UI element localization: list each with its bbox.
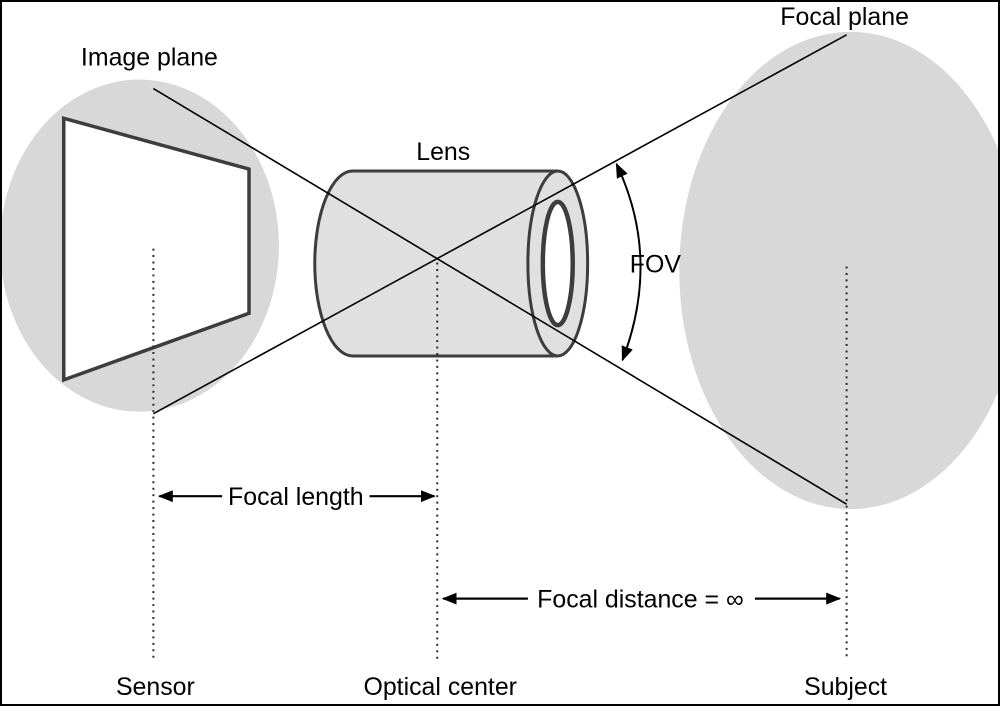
ray-lower-left-upper-right (153, 34, 847, 415)
fov-arc (615, 162, 642, 362)
sensor-label: Sensor (116, 673, 195, 701)
fov-label: FOV (630, 250, 682, 278)
sensor-trapezoid (62, 116, 251, 383)
image-plane-label: Image plane (81, 44, 218, 72)
lens-aperture (540, 199, 575, 328)
focal-plane-ellipse (679, 31, 998, 510)
ray-upper-left-lower-right (152, 87, 848, 505)
optical-center-label: Optical center (363, 673, 517, 701)
focal-distance-label: Focal distance = ∞ (537, 586, 744, 614)
lens-label: Lens (416, 138, 470, 166)
focal-plane-label: Focal plane (780, 3, 909, 31)
focal-length-label: Focal length (228, 483, 364, 511)
subject-label: Subject (804, 673, 887, 701)
